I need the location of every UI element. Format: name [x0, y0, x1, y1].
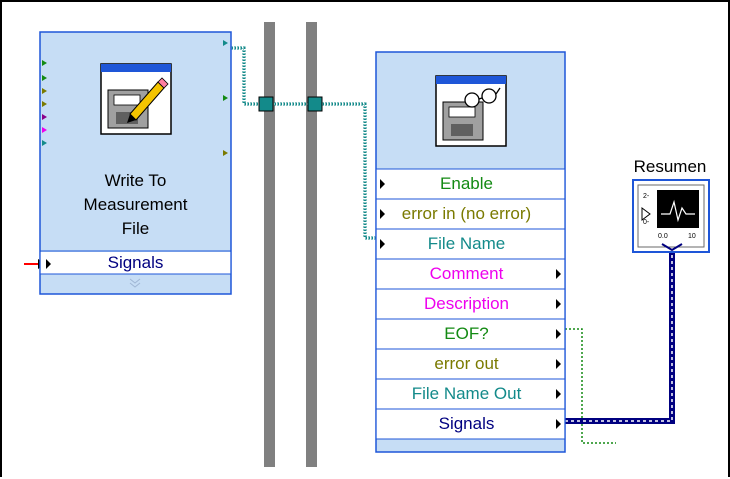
signals-wire[interactable]	[565, 251, 675, 424]
write-measurement-file-node[interactable]	[39, 31, 232, 295]
terminal-row-bg	[376, 199, 565, 229]
terminal-label[interactable]: error in (no error)	[401, 204, 532, 223]
terminal-row-bg	[376, 169, 565, 199]
terminal-label[interactable]: Description	[423, 294, 510, 313]
terminal-row-bg	[376, 319, 565, 349]
terminal-row-bg	[376, 349, 565, 379]
structure-bar-right[interactable]	[306, 22, 317, 467]
terminal-arrow-icon	[556, 359, 561, 369]
terminal-row-bg	[376, 379, 565, 409]
left-node-title-line-2: Measurement	[83, 195, 188, 214]
tunnel-right[interactable]	[307, 96, 323, 112]
terminal-label[interactable]: Signals	[438, 414, 495, 433]
left-node-title-line-1: Write To	[104, 171, 167, 190]
terminal-arrow-icon	[556, 269, 561, 279]
svg-text:0-: 0-	[643, 219, 650, 226]
resumen-graph-indicator[interactable]: 2- 0- 0.0 10	[632, 179, 710, 253]
terminal-arrow-icon	[556, 329, 561, 339]
eof-wire[interactable]	[565, 328, 616, 444]
terminal-arrow-icon	[556, 419, 561, 429]
terminal-arrow-icon	[380, 179, 385, 189]
terminal-label[interactable]: Enable	[440, 174, 493, 193]
structure-bar-left[interactable]	[264, 22, 275, 467]
graph-indicator-label: Resumen	[633, 157, 707, 176]
terminal-label[interactable]: EOF?	[444, 324, 489, 343]
left-node-signals-label[interactable]: Signals	[107, 253, 164, 272]
terminal-arrow-icon	[556, 299, 561, 309]
file-path-wire[interactable]	[231, 46, 377, 240]
terminal-row-bg	[376, 409, 565, 439]
read-file-node[interactable]	[375, 51, 566, 453]
write-file-icon	[100, 63, 172, 135]
terminal-label[interactable]: error out	[434, 354, 499, 373]
terminal-row-bg	[376, 229, 565, 259]
terminal-label[interactable]: Comment	[429, 264, 504, 283]
terminal-arrow-icon	[380, 239, 385, 249]
read-file-rows	[376, 168, 565, 440]
svg-text:0.0: 0.0	[658, 233, 668, 240]
terminal-row-bg	[376, 259, 565, 289]
terminal-label[interactable]: File Name Out	[411, 384, 522, 403]
terminal-arrow-icon	[380, 209, 385, 219]
terminal-label[interactable]: File Name	[427, 234, 506, 253]
read-file-icon	[435, 75, 507, 147]
terminal-arrow-icon	[556, 389, 561, 399]
svg-text:2-: 2-	[643, 193, 650, 200]
svg-text:10: 10	[688, 233, 696, 240]
tunnel-left[interactable]	[258, 96, 274, 112]
terminal-row-bg	[376, 289, 565, 319]
left-node-title-line-3: File	[121, 219, 150, 238]
